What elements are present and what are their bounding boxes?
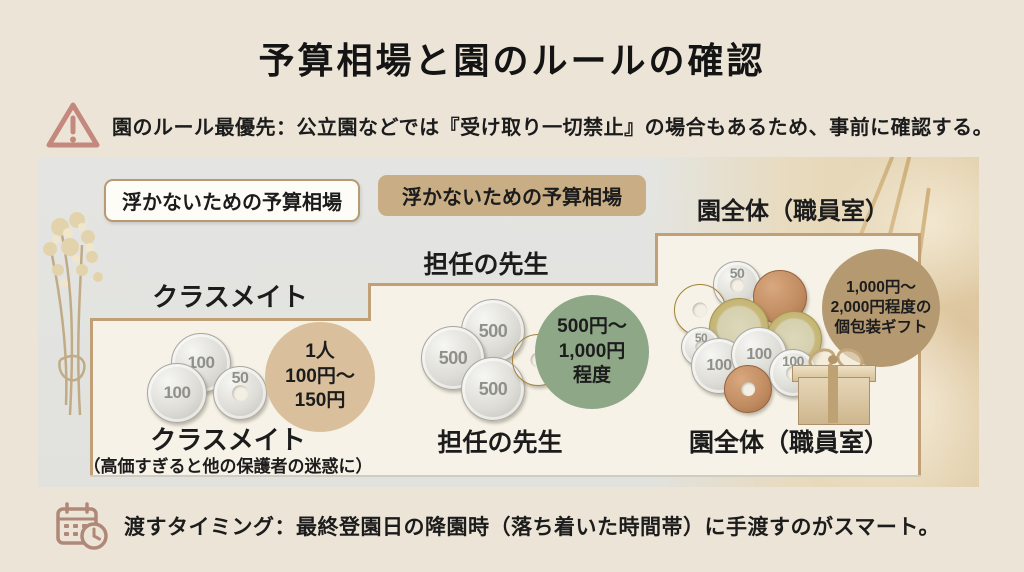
calendar-clock-icon xyxy=(56,502,108,550)
step-caption-note: （高価すぎると他の保護者の迷惑に） xyxy=(83,457,373,476)
price-bubble-teacher: 500円〜 1,000円 程度 xyxy=(535,295,649,409)
warning-text: 園のルール最優先：公立園などでは『受け取り一切禁止』の場合もあるため、事前に確認… xyxy=(112,116,994,139)
gift-box xyxy=(790,344,876,425)
step-title-teacher: 担任の先生 xyxy=(423,251,549,279)
price-line: 個包装ギフト xyxy=(834,319,928,337)
price-line: 1人 xyxy=(305,340,335,362)
price-line: 1,000円 xyxy=(558,340,626,362)
stair-border xyxy=(655,233,658,286)
page-title: 予算相場と園のルールの確認 xyxy=(258,41,766,81)
price-line: 2,000円程度の xyxy=(830,298,932,316)
price-line: 1,000円〜 xyxy=(846,278,916,296)
step-title-classmates: クラスメイト xyxy=(152,282,308,312)
stair-border xyxy=(90,318,93,475)
stair-border xyxy=(368,283,658,286)
stair-shadow xyxy=(90,475,921,477)
stair-border xyxy=(655,233,921,236)
step-title-school: 園全体（職員室） xyxy=(697,198,889,225)
price-bubble-classmates: 1人 100円〜 150円 xyxy=(265,322,375,432)
budget-steps-panel: 浮かないための予算相場 浮かないための予算相場 クラスメイト 担任の先生 園全体… xyxy=(38,157,979,487)
budget-badge-outline: 浮かないための予算相場 xyxy=(104,179,360,222)
warning-triangle-icon xyxy=(46,102,100,148)
price-line: 500円〜 xyxy=(557,315,627,337)
price-bubble-school: 1,000円〜 2,000円程度の 個包装ギフト xyxy=(822,249,940,367)
coin-copper-hole xyxy=(724,365,772,413)
gift-knot xyxy=(828,355,838,364)
stair-border xyxy=(90,318,371,321)
price-line: 100円〜 xyxy=(285,365,355,387)
warning-note: 園のルール最優先：公立園などでは『受け取り一切禁止』の場合もあるため、事前に確認… xyxy=(46,100,993,150)
step-caption-school: 園全体（職員室） xyxy=(688,429,890,457)
budget-badge-filled: 浮かないための予算相場 xyxy=(378,175,646,216)
coin-50-yen: 50 xyxy=(213,366,267,420)
timing-note: 渡すタイミング：最終登園日の降園時（落ち着いた時間帯）に手渡すのがスマート。 xyxy=(54,498,994,554)
dried-flowers-decoration xyxy=(43,212,103,416)
step-caption-classmates: クラスメイト xyxy=(150,425,306,455)
step-caption-teacher: 担任の先生 xyxy=(437,429,563,457)
price-line: 程度 xyxy=(572,365,611,387)
price-line: 150円 xyxy=(294,390,346,412)
stair-border xyxy=(368,283,371,321)
timing-text: 渡すタイミング：最終登園日の降園時（落ち着いた時間帯）に手渡すのがスマート。 xyxy=(124,516,940,539)
stair-border xyxy=(918,233,921,475)
coin-100-yen: 100 xyxy=(147,363,207,423)
gift-ribbon xyxy=(828,365,838,423)
